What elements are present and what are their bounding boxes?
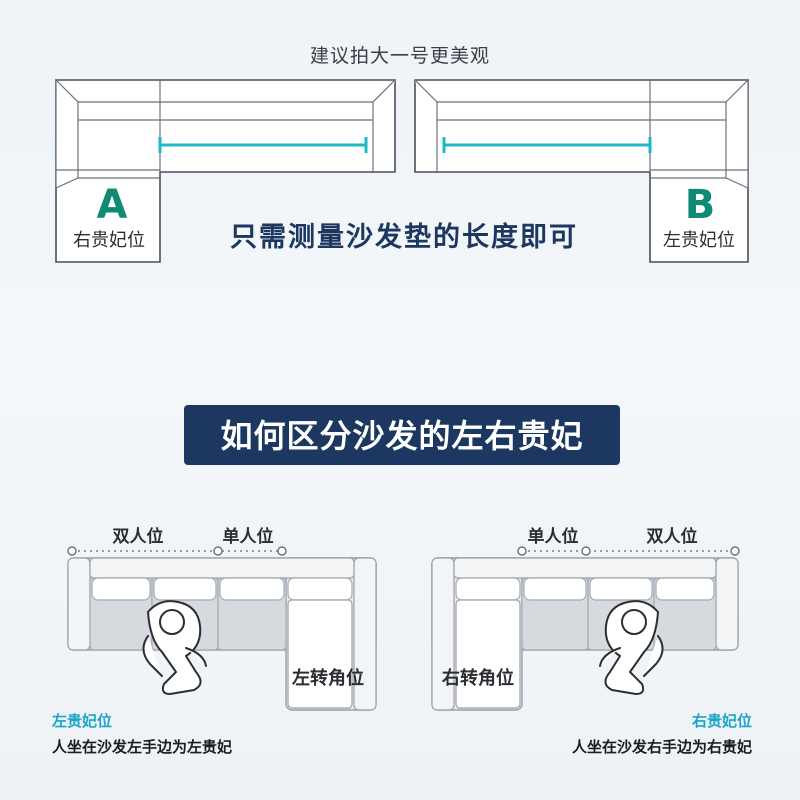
banner-title: 如何区分沙发的左右贵妃	[220, 417, 583, 455]
left-single-seat-label: 单人位	[223, 526, 274, 547]
right-sofa	[431, 557, 739, 711]
hint-text: 建议拍大一号更美观	[310, 45, 490, 67]
left-corner-label: 左转角位	[292, 667, 364, 689]
main-instruction: 只需测量沙发垫的长度即可	[230, 221, 578, 253]
left-seated-person-icon	[142, 600, 207, 695]
letter-b: B	[685, 182, 716, 228]
seat-label-b: 左贵妃位	[663, 230, 735, 251]
letter-a: A	[97, 182, 128, 228]
right-seated-person-icon	[599, 600, 664, 695]
right-description: 人坐在沙发右手边为右贵妃	[572, 738, 752, 756]
right-position-label: 右贵妃位	[692, 712, 752, 730]
seat-label-a: 右贵妃位	[73, 230, 145, 251]
left-description: 人坐在沙发左手边为左贵妃	[52, 738, 232, 756]
sofa-outline-b	[414, 78, 749, 263]
right-double-seat-label: 双人位	[647, 526, 698, 547]
left-double-seat-label: 双人位	[113, 526, 164, 547]
sofa-outline-a	[55, 78, 396, 263]
right-corner-label: 右转角位	[442, 667, 514, 689]
left-sofa	[67, 557, 377, 711]
banner-box	[184, 405, 620, 465]
right-single-seat-label: 单人位	[528, 526, 579, 547]
left-position-label: 左贵妃位	[51, 712, 112, 730]
